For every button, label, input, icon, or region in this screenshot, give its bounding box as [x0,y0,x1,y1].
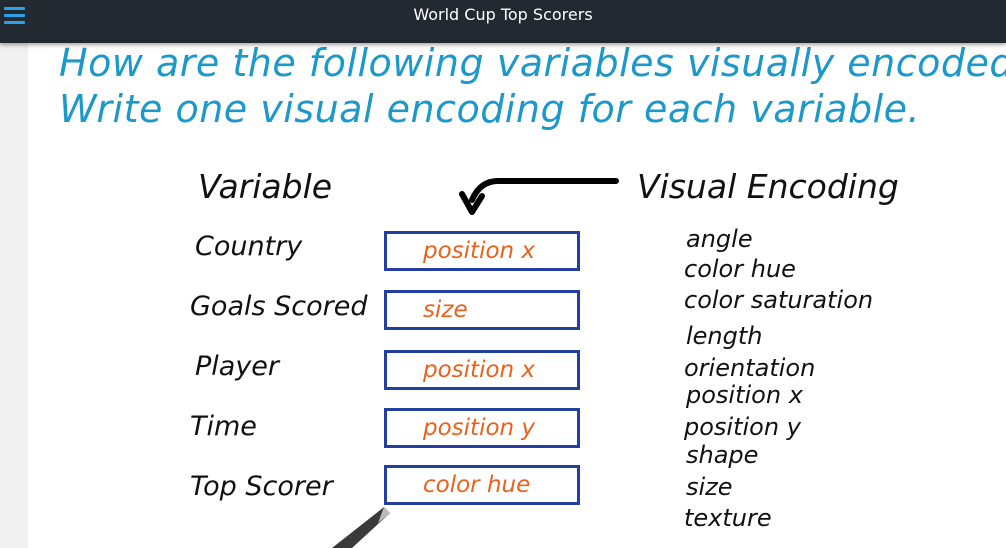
variable-label-country: Country [195,231,303,262]
variable-label-player: Player [195,351,280,382]
pen-tip-icon [332,507,390,548]
variable-heading: Variable [198,167,333,206]
hamburger-menu-icon[interactable] [4,6,26,26]
encoding-option-position-x: position x [686,381,803,409]
encoding-option-texture: texture [684,504,772,532]
encoding-heading: Visual Encoding [637,167,899,206]
top-bar: World Cup Top Scorers [0,0,1006,43]
answer-box-player[interactable]: position x [384,350,580,390]
quiz-board: How are the following variables visually… [28,41,1006,548]
answer-text: color hue [423,472,531,498]
variable-label-goals-scored: Goals Scored [190,291,368,322]
answer-text: position x [423,238,536,264]
answer-box-country[interactable]: position x [384,231,580,271]
encoding-option-size: size [686,473,733,501]
answer-box-top-scorer[interactable]: color hue [384,465,580,505]
encoding-option-length: length [686,322,763,350]
answer-text: position x [423,357,536,383]
encoding-option-shape: shape [686,441,759,469]
question-line-2: Write one visual encoding for each varia… [59,87,921,131]
question-line-1: How are the following variables visually… [59,41,1006,85]
answer-text: position y [423,415,536,441]
variable-label-top-scorer: Top Scorer [190,471,333,502]
arrow-left-icon [459,178,619,215]
answer-box-goals-scored[interactable]: size [384,290,580,330]
encoding-option-orientation: orientation [684,354,816,382]
encoding-option-color-saturation: color saturation [684,286,874,314]
app-title: World Cup Top Scorers [413,5,593,24]
encoding-option-position-y: position y [684,413,801,441]
encoding-option-color-hue: color hue [684,255,796,283]
answer-box-time[interactable]: position y [384,408,580,448]
variable-label-time: Time [190,411,257,442]
encoding-option-angle: angle [686,225,753,253]
answer-text: size [423,297,468,323]
